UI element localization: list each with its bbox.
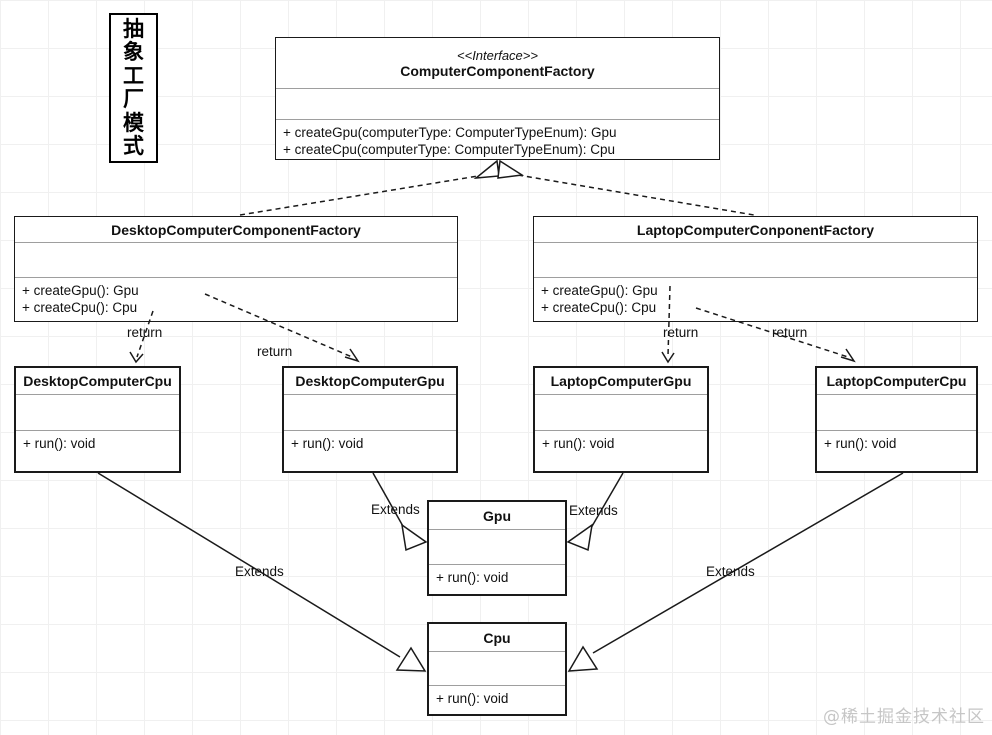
class-box-desktop-computer-gpu: DesktopComputerGpu + run(): void xyxy=(282,366,458,473)
edge-label-return: return xyxy=(127,325,163,340)
realization-line-desktop-factory xyxy=(239,175,479,216)
edge-label-extends: Extends xyxy=(569,503,618,518)
class-name: Cpu xyxy=(429,624,565,652)
pattern-title-char: 厂 xyxy=(123,87,144,111)
extends-triangle-icon xyxy=(567,645,599,672)
open-arrowhead-icon xyxy=(840,348,856,363)
class-name: LaptopComputerGpu xyxy=(535,368,707,395)
pattern-title-char: 象 xyxy=(123,40,144,64)
pattern-title-char: 式 xyxy=(123,134,144,158)
extends-triangle-icon xyxy=(400,523,428,552)
edge-label-extends: Extends xyxy=(235,564,284,579)
class-methods: + run(): void xyxy=(429,565,565,594)
class-box-computer-component-factory: <<Interface>> ComputerComponentFactory +… xyxy=(275,37,720,160)
class-box-gpu: Gpu + run(): void xyxy=(427,500,567,596)
pattern-title-char: 工 xyxy=(123,63,144,88)
extends-line-laptop-cpu xyxy=(592,472,904,654)
class-attributes xyxy=(276,89,719,120)
watermark-text: @稀土掘金技术社区 xyxy=(823,707,985,727)
class-attributes xyxy=(429,530,565,565)
method-line: + run(): void xyxy=(23,436,96,451)
class-attributes xyxy=(817,395,976,431)
extends-triangle-icon xyxy=(395,646,427,672)
method-line: + run(): void xyxy=(824,436,897,451)
class-name: LaptopComputerConponentFactory xyxy=(534,217,977,243)
edge-label-return: return xyxy=(772,325,808,340)
class-box-laptop-computer-conponent-factory: LaptopComputerConponentFactory + createG… xyxy=(533,216,978,322)
class-methods: + createGpu(): Gpu + createCpu(): Cpu xyxy=(15,278,457,321)
method-line: + run(): void xyxy=(542,436,615,451)
method-line: + run(): void xyxy=(291,436,364,451)
class-box-desktop-computer-cpu: DesktopComputerCpu + run(): void xyxy=(14,366,181,473)
class-box-laptop-computer-cpu: LaptopComputerCpu + run(): void xyxy=(815,366,978,473)
class-methods: + run(): void xyxy=(535,431,707,471)
open-arrowhead-icon xyxy=(661,351,675,364)
class-methods: + run(): void xyxy=(16,431,179,471)
realization-triangle-icon xyxy=(497,159,525,179)
pattern-title-char: 模 xyxy=(123,110,144,135)
edge-label-extends: Extends xyxy=(371,502,420,517)
class-name: LaptopComputerCpu xyxy=(817,368,976,395)
class-methods: + run(): void xyxy=(817,431,976,471)
method-line: + createCpu(): Cpu xyxy=(22,300,138,315)
edge-label-return: return xyxy=(663,325,699,340)
class-name: DesktopComputerComponentFactory xyxy=(15,217,457,243)
class-title: <<Interface>> ComputerComponentFactory xyxy=(276,38,719,89)
method-line: + createCpu(computerType: ComputerTypeEn… xyxy=(283,142,616,157)
realization-triangle-icon xyxy=(473,159,500,179)
extends-triangle-icon xyxy=(566,523,594,552)
pattern-title-box: 抽 象 工 厂 模 式 xyxy=(109,13,158,163)
class-attributes xyxy=(16,395,179,431)
class-methods: + createGpu(): Gpu + createCpu(): Cpu xyxy=(534,278,977,321)
class-methods: + createGpu(computerType: ComputerTypeEn… xyxy=(276,120,719,159)
class-attributes xyxy=(534,243,977,278)
class-box-laptop-computer-gpu: LaptopComputerGpu + run(): void xyxy=(533,366,709,473)
extends-line-desktop-gpu xyxy=(372,472,405,529)
class-methods: + run(): void xyxy=(429,686,565,714)
open-arrowhead-icon xyxy=(344,348,360,363)
method-line: + createGpu(): Gpu xyxy=(541,283,658,298)
class-attributes xyxy=(15,243,457,278)
class-name: DesktopComputerGpu xyxy=(284,368,456,395)
class-stereotype: <<Interface>> xyxy=(457,47,538,63)
class-name: ComputerComponentFactory xyxy=(400,62,595,79)
method-line: + createGpu(): Gpu xyxy=(22,283,139,298)
realization-line-laptop-factory xyxy=(517,174,755,216)
method-line: + run(): void xyxy=(436,570,509,585)
class-name: DesktopComputerCpu xyxy=(16,368,179,395)
method-line: + createCpu(): Cpu xyxy=(541,300,657,315)
method-line: + createGpu(computerType: ComputerTypeEn… xyxy=(283,125,617,140)
edge-label-extends: Extends xyxy=(706,564,755,579)
class-attributes xyxy=(429,652,565,686)
class-attributes xyxy=(284,395,456,431)
class-box-cpu: Cpu + run(): void xyxy=(427,622,567,716)
class-name: Gpu xyxy=(429,502,565,530)
class-box-desktop-computer-component-factory: DesktopComputerComponentFactory + create… xyxy=(14,216,458,322)
open-arrowhead-icon xyxy=(129,351,144,364)
method-line: + run(): void xyxy=(436,691,509,706)
class-attributes xyxy=(535,395,707,431)
extends-line-laptop-gpu xyxy=(590,472,624,529)
edge-label-return: return xyxy=(257,344,293,359)
pattern-title-char: 抽 xyxy=(123,16,144,41)
class-methods: + run(): void xyxy=(284,431,456,471)
